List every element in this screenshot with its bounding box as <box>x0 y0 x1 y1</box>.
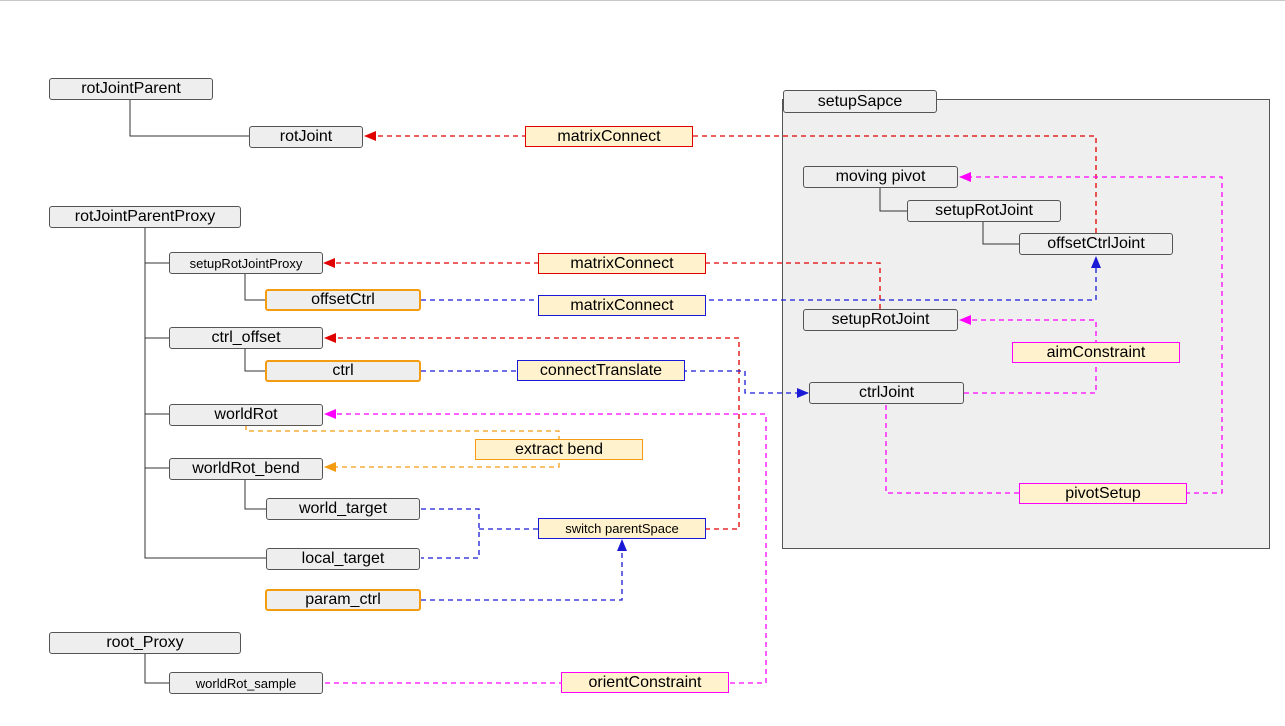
node-offset-ctrl[interactable]: offsetCtrl <box>265 289 421 311</box>
node-world-rot-sample[interactable]: worldRot_sample <box>169 672 323 694</box>
node-world-target[interactable]: world_target <box>266 498 420 520</box>
node-ctrl-joint[interactable]: ctrlJoint <box>809 382 964 404</box>
label-matrix-connect-1: matrixConnect <box>525 126 693 147</box>
node-root-proxy[interactable]: root_Proxy <box>49 632 241 654</box>
node-setup-rot-joint-proxy[interactable]: setupRotJointProxy <box>169 252 323 274</box>
top-divider <box>0 0 1285 1</box>
node-rot-joint-parent[interactable]: rotJointParent <box>49 78 213 100</box>
label-matrix-connect-3: matrixConnect <box>538 295 706 316</box>
label-switch-parent-space: switch parentSpace <box>538 518 706 539</box>
magenta-wires <box>324 172 1223 684</box>
label-orient-constraint: orientConstraint <box>561 672 729 693</box>
setup-space-title[interactable]: setupSapce <box>783 90 937 113</box>
red-wires <box>323 131 1097 530</box>
node-offset-ctrl-joint[interactable]: offsetCtrlJoint <box>1019 233 1173 255</box>
node-moving-pivot[interactable]: moving pivot <box>803 166 958 188</box>
label-extract-bend: extract bend <box>475 439 643 460</box>
orange-wires <box>245 425 560 472</box>
node-setup-rot-joint-b[interactable]: setupRotJoint <box>803 309 958 331</box>
node-world-rot-bend[interactable]: worldRot_bend <box>169 458 323 480</box>
node-rot-joint-parent-proxy[interactable]: rotJointParentProxy <box>49 206 241 228</box>
node-ctrl[interactable]: ctrl <box>265 360 421 382</box>
label-pivot-setup: pivotSetup <box>1019 483 1187 504</box>
node-ctrl-offset[interactable]: ctrl_offset <box>169 327 323 349</box>
node-local-target[interactable]: local_target <box>266 548 420 570</box>
blue-wires <box>421 256 1101 601</box>
label-connect-translate: connectTranslate <box>517 360 685 381</box>
node-setup-rot-joint-a[interactable]: setupRotJoint <box>907 200 1061 222</box>
hierarchy-lines <box>129 99 1019 684</box>
node-world-rot[interactable]: worldRot <box>169 404 323 426</box>
label-matrix-connect-2: matrixConnect <box>538 253 706 274</box>
label-aim-constraint: aimConstraint <box>1012 342 1180 363</box>
node-rot-joint[interactable]: rotJoint <box>249 126 363 148</box>
node-param-ctrl[interactable]: param_ctrl <box>265 589 421 611</box>
